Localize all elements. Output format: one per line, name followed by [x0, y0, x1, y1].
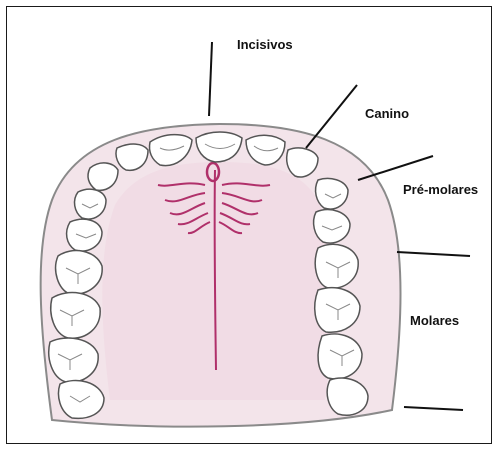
tooth-molar	[318, 334, 362, 379]
leader-line-molars-upper	[397, 252, 470, 256]
label-incisors: Incisivos	[237, 37, 293, 52]
label-canine: Canino	[365, 106, 409, 121]
tooth-premolar	[314, 210, 350, 243]
leader-line-molars-lower	[404, 407, 463, 410]
label-molars: Molares	[410, 313, 459, 328]
tooth-premolar	[316, 178, 348, 209]
palate-inner	[102, 162, 333, 400]
label-premolars: Pré-molares	[403, 182, 478, 197]
leader-line-incisors	[209, 42, 212, 116]
leader-line-canine	[306, 85, 357, 148]
